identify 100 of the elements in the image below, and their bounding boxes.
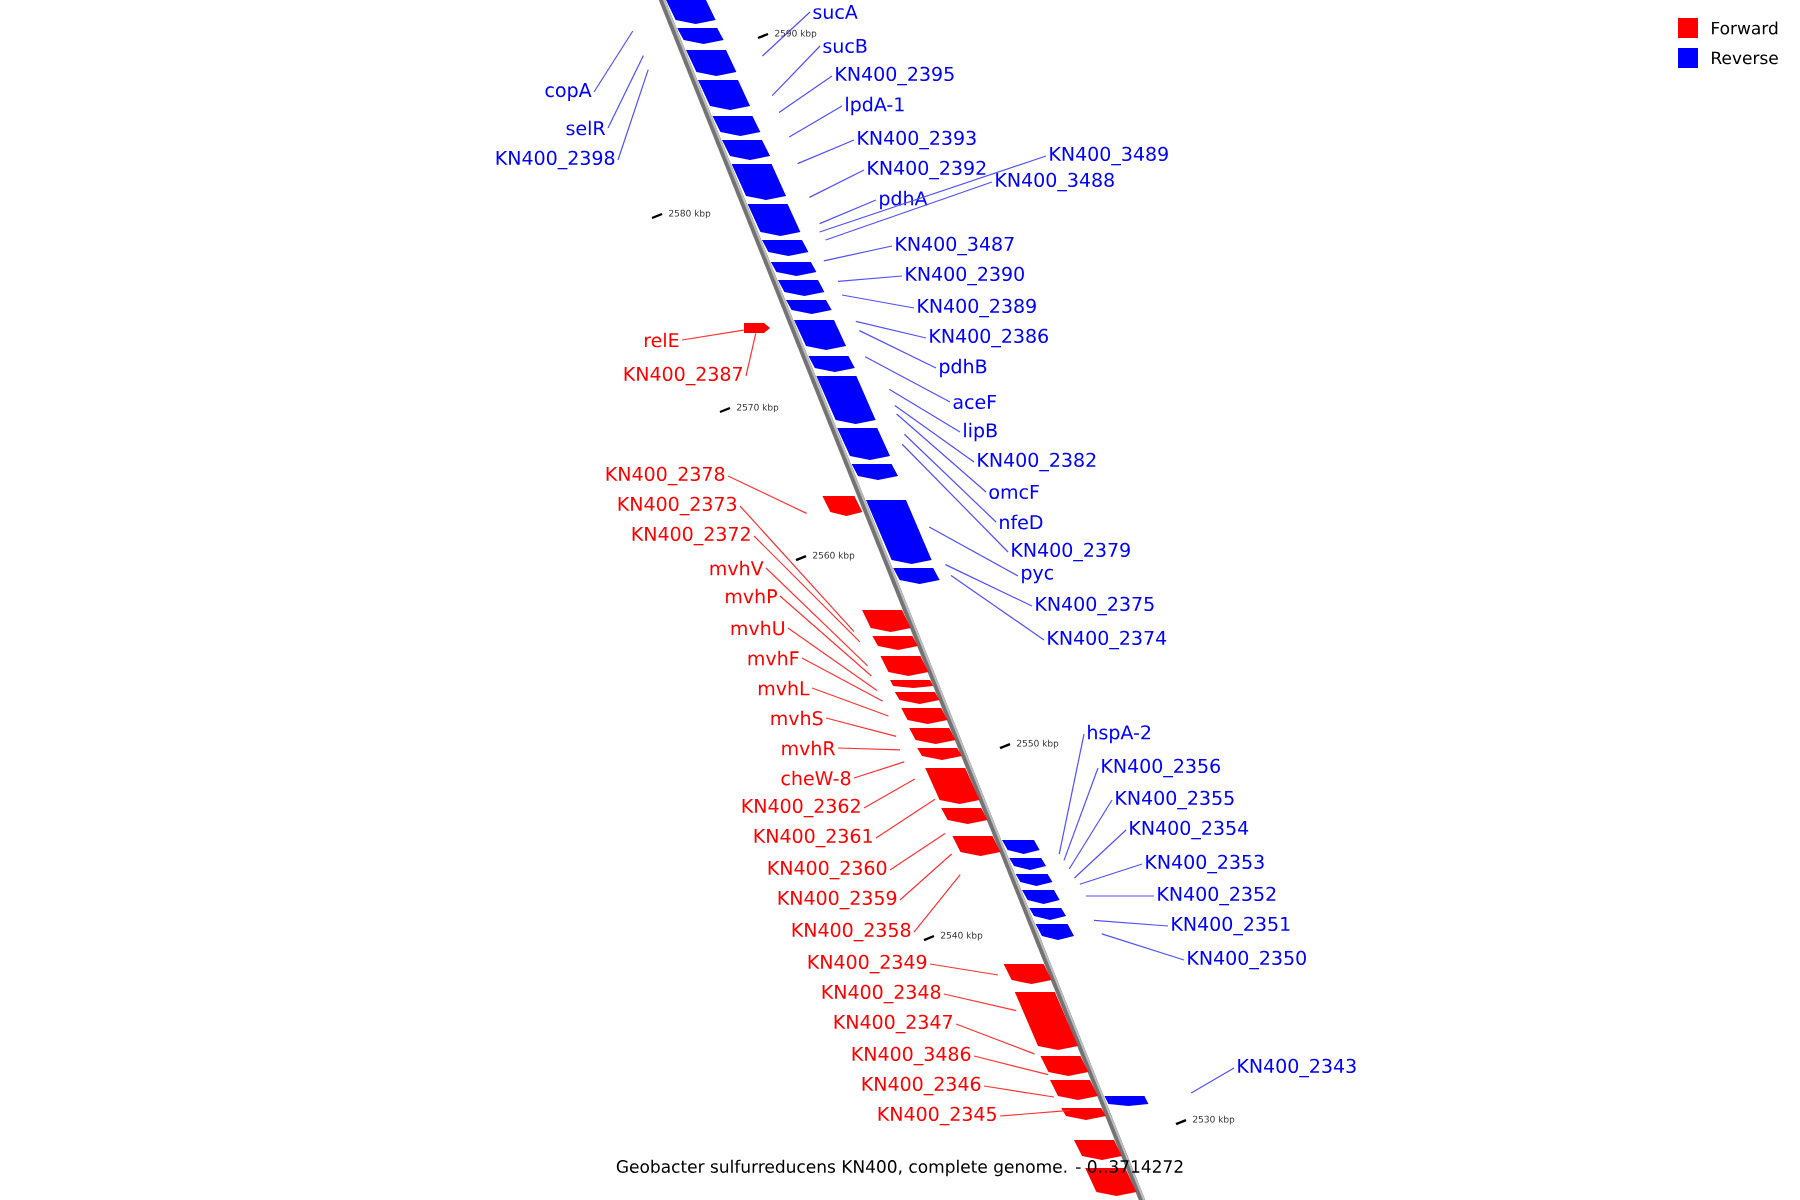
leader-line <box>593 30 634 93</box>
gene-label: mvhP <box>726 588 777 604</box>
gene-label: mvhU <box>731 620 784 636</box>
leader-line <box>853 761 905 779</box>
leader-line <box>899 853 953 901</box>
gene-label: lipB <box>964 422 997 442</box>
gene-label: KN400_2389 <box>918 298 1036 318</box>
gene-label: omcF <box>989 484 1039 500</box>
leader-line <box>1093 919 1169 927</box>
gene-label: mvhV <box>710 560 764 576</box>
leader-line <box>944 564 1033 607</box>
gene-label: cheW-8 <box>781 770 851 786</box>
leader-line <box>875 798 936 839</box>
gene-label: copA <box>545 83 592 101</box>
gene-label: aceF <box>953 394 996 410</box>
gene-label: KN400_3487 <box>896 236 1014 256</box>
gene-label: KN400_2359 <box>778 890 897 910</box>
gene-label: pyc <box>1022 568 1053 584</box>
gene-label: mvhL <box>758 680 810 696</box>
gene-label: mvhF <box>748 650 799 666</box>
leader-line <box>778 75 833 114</box>
leader-line <box>788 105 843 138</box>
leader-line <box>903 433 997 523</box>
gene-label: KN400_2390 <box>906 266 1024 286</box>
leader-line <box>681 329 745 341</box>
gene-label: KN400_2352 <box>1158 886 1276 906</box>
leader-line <box>753 535 861 643</box>
gene-label: KN400_2351 <box>1172 916 1290 936</box>
gene-label: mvhR <box>782 740 836 756</box>
leader-line <box>1079 863 1143 885</box>
leader-line <box>950 574 1045 641</box>
leader-line <box>863 778 916 809</box>
gene-label: KN400_2379 <box>1012 542 1130 562</box>
leader-line <box>1101 933 1185 961</box>
leader-line <box>889 832 946 871</box>
leader-line <box>858 330 937 369</box>
leader-line <box>811 687 889 717</box>
gene-label: nfeD <box>1000 514 1043 530</box>
leader-line <box>1063 767 1099 861</box>
leader-line <box>771 45 821 97</box>
gene-label: KN400_2345 <box>878 1106 996 1126</box>
leader-line <box>894 404 975 463</box>
gene-label: KN400_2372 <box>632 526 750 546</box>
gene-label: relE <box>644 332 679 348</box>
gene-label: KN400_2382 <box>978 452 1096 472</box>
gene-label: KN400_2360 <box>768 860 887 880</box>
leader-line <box>837 747 901 751</box>
leader-line <box>808 169 865 198</box>
leader-line <box>607 54 644 129</box>
legend-label: Forward <box>1712 21 1778 35</box>
leader-line <box>617 69 649 161</box>
gene-label: KN400_2349 <box>808 954 927 974</box>
gene-label: KN400_3486 <box>852 1046 971 1066</box>
gene-label: lpdA-1 <box>846 96 904 116</box>
leader-line <box>801 657 884 702</box>
gene-label: KN400_2361 <box>754 828 872 848</box>
gene-label: KN400_2347 <box>834 1014 952 1034</box>
leader-line <box>983 1085 1055 1098</box>
gene-label: KN400_3489 <box>1050 146 1168 166</box>
gene-label: KN400_2353 <box>1146 854 1264 874</box>
gene-arrow <box>744 323 770 333</box>
gene-label: KN400_2343 <box>1238 1058 1356 1078</box>
gene-label: KN400_2395 <box>836 66 954 86</box>
gene-label: KN400_2354 <box>1130 820 1249 840</box>
leader-line <box>888 388 961 433</box>
leader-line <box>841 294 915 309</box>
leader-line <box>787 627 878 692</box>
leader-line <box>1068 799 1113 870</box>
caption: Geobacter sulfurreducens KN400, complete genome. - 0..3714272 <box>616 1159 1183 1177</box>
leader-line <box>929 963 999 976</box>
leader-line <box>727 475 808 514</box>
leader-line <box>901 443 1009 553</box>
gene-label: KN400_2378 <box>606 466 725 486</box>
gene-label: KN400_2346 <box>862 1076 981 1096</box>
gene-label: KN400_2374 <box>1048 630 1167 650</box>
leader-line <box>955 1023 1035 1055</box>
gene-label: KN400_2375 <box>1036 596 1154 616</box>
gene-label: hspA-2 <box>1088 724 1151 744</box>
leader-line <box>864 356 951 403</box>
gene-label: KN400_2350 <box>1188 950 1306 970</box>
leader-line <box>999 1109 1071 1117</box>
gene-label: selR <box>566 120 606 136</box>
leader-line <box>1073 829 1127 879</box>
leader-line <box>1085 895 1155 897</box>
leader-line <box>825 181 993 241</box>
leader-line <box>928 526 1019 577</box>
leader-line <box>837 275 903 282</box>
gene-label: KN400_2373 <box>618 496 737 516</box>
gene-label: mvhS <box>771 710 823 726</box>
leader-line <box>765 567 869 667</box>
leader-line <box>739 505 855 633</box>
gene-label: KN400_2392 <box>868 160 986 180</box>
leader-line <box>913 874 961 933</box>
leader-line <box>819 199 877 225</box>
leader-line <box>779 595 872 677</box>
leader-line <box>761 11 811 57</box>
gene-label: KN400_2387 <box>624 366 742 386</box>
gene-label: KN400_2362 <box>742 798 860 818</box>
legend-label: Reverse <box>1712 51 1778 65</box>
leader-line <box>825 717 897 737</box>
